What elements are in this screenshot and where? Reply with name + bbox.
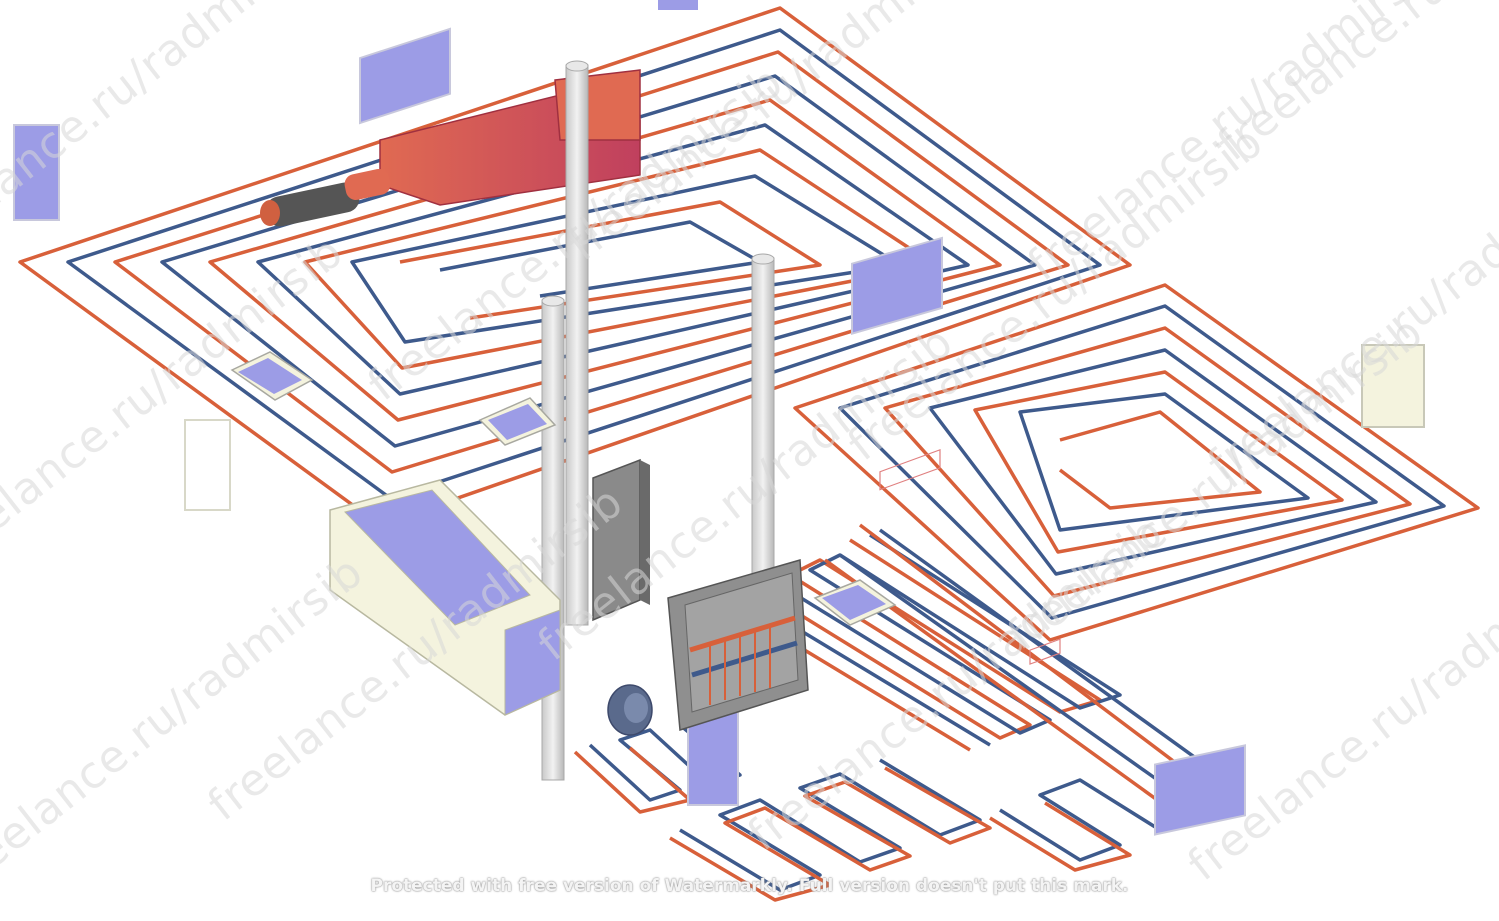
circulation-pump bbox=[607, 684, 653, 736]
radiators bbox=[13, 0, 1425, 836]
watermark-notice: Protected with free version of Watermark… bbox=[370, 876, 1129, 896]
floor-loop-bottom bbox=[573, 723, 1161, 902]
radiator-right bbox=[1361, 344, 1425, 428]
radiator-bottom-right bbox=[1154, 744, 1246, 836]
floor-loop-right bbox=[793, 283, 1480, 642]
chimney-tall bbox=[565, 64, 589, 626]
boiler bbox=[592, 458, 650, 622]
radiator-top-edge bbox=[658, 0, 698, 10]
bathtub bbox=[329, 479, 561, 716]
radiator-center bbox=[851, 236, 943, 335]
manifold-cabinet bbox=[667, 559, 809, 731]
radiator-far-left bbox=[13, 124, 60, 221]
markers bbox=[879, 449, 1061, 665]
chimney-right bbox=[751, 257, 775, 579]
chimney-left bbox=[541, 299, 565, 781]
radiator-top-left bbox=[359, 27, 451, 125]
sinks bbox=[184, 351, 897, 626]
